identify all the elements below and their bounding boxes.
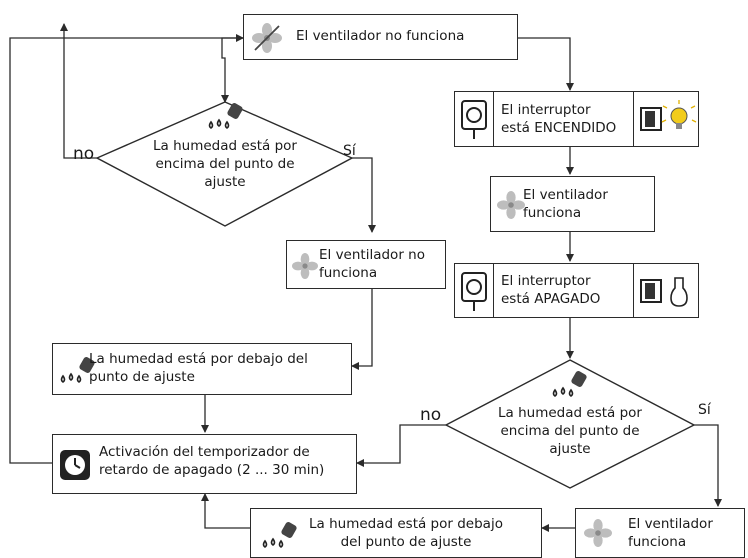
switch-icon — [461, 272, 487, 311]
fan-icon — [497, 191, 525, 219]
node-start: El ventilador no funciona — [243, 14, 518, 60]
fan-icon — [584, 519, 612, 547]
divider — [633, 264, 634, 317]
divider — [493, 264, 494, 317]
divider — [633, 92, 634, 146]
decision-diamond-left — [95, 101, 354, 227]
start-label: El ventilador no funciona — [296, 28, 465, 44]
branch-no-right: no — [420, 405, 442, 425]
switch-icon — [461, 100, 487, 139]
branch-no-left: no — [73, 144, 95, 164]
humidity-icon — [208, 103, 243, 129]
fan-icon — [292, 253, 318, 279]
humidity-icon — [60, 357, 95, 383]
decision-diamond-right — [444, 359, 696, 489]
branch-yes-left: Sí — [343, 143, 356, 159]
humidity-icon — [262, 522, 297, 548]
fan-crossed-icon — [252, 23, 282, 53]
divider — [493, 92, 494, 146]
lamp-off-icon — [640, 277, 688, 307]
lamp-icon — [640, 100, 697, 131]
branch-yes-right: Sí — [698, 402, 711, 418]
humidity-icon — [552, 371, 587, 397]
timer-icon — [60, 450, 90, 480]
